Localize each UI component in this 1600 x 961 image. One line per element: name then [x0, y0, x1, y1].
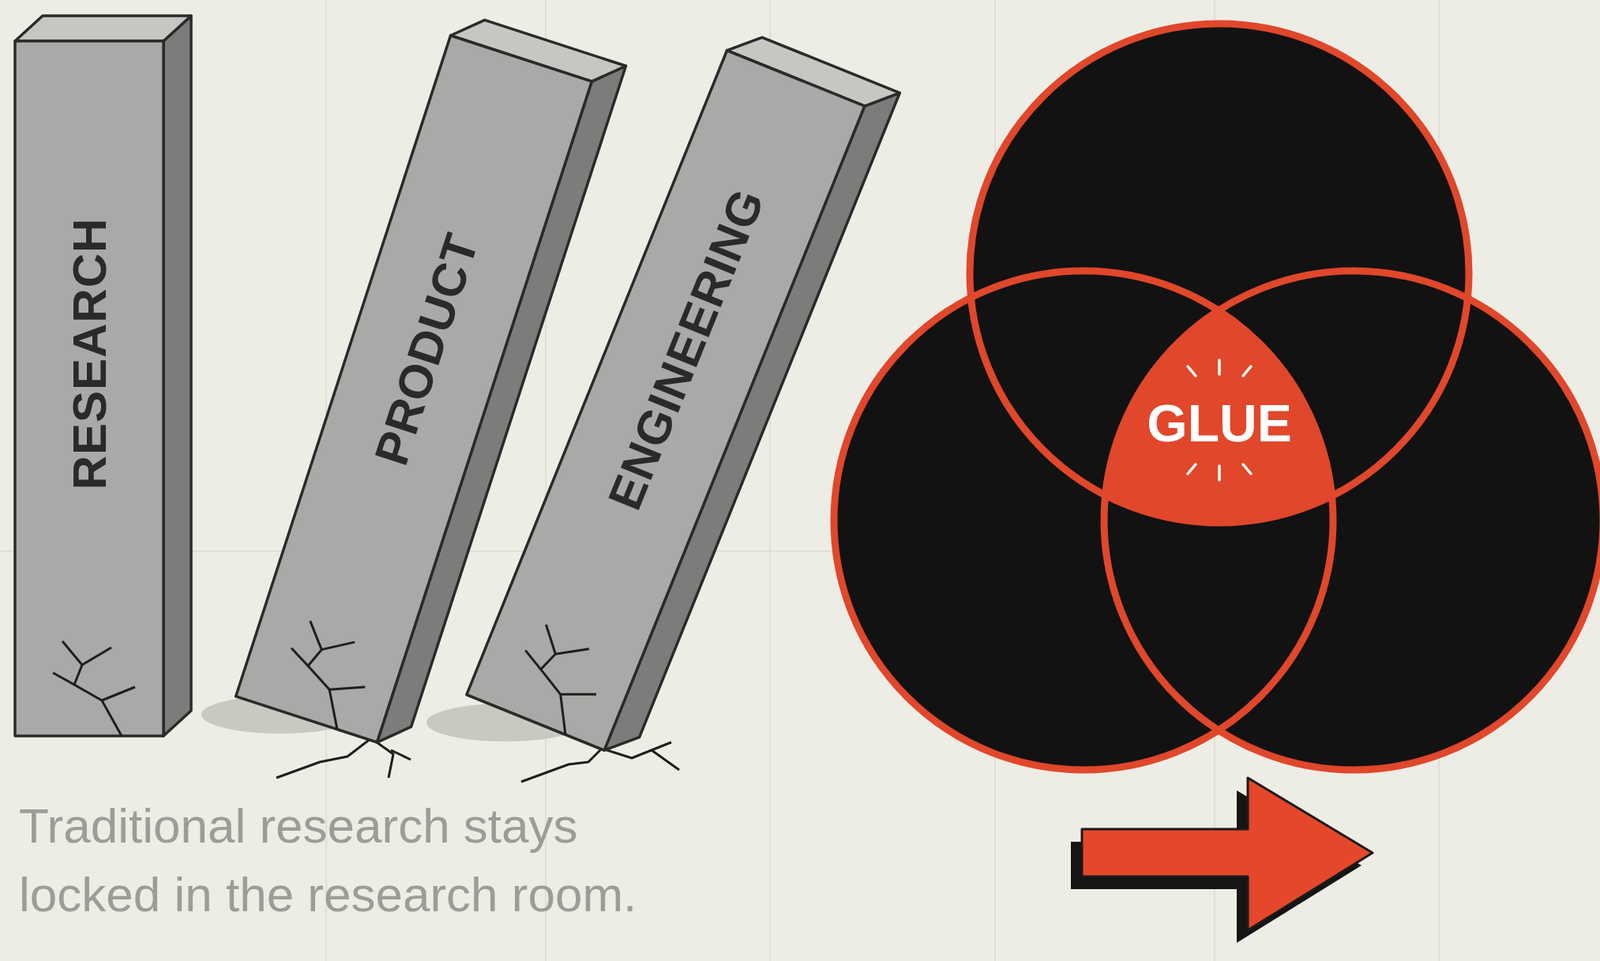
- ground-crack: [390, 750, 411, 760]
- ground-crack: [276, 738, 372, 778]
- pillar-faces: [15, 15, 192, 737]
- glow-ray: [1243, 464, 1251, 474]
- intersection-fill: [1081, 300, 1359, 523]
- crack-lines: [271, 618, 380, 734]
- pillar-label: RESEARCH: [62, 217, 117, 491]
- crack-line: [329, 676, 365, 700]
- crack-line: [560, 682, 597, 707]
- crack-line: [555, 638, 590, 665]
- crack-line: [287, 648, 312, 667]
- pillar-faces: [466, 26, 900, 761]
- crack-line: [62, 641, 122, 737]
- crack-line: [52, 672, 75, 685]
- glow-ray: [1217, 360, 1221, 375]
- glow-ray: [1217, 465, 1221, 481]
- glow-ray: [1243, 366, 1251, 376]
- caption-text: Traditional research stays locked in the…: [18, 792, 730, 930]
- pillar-front: [466, 50, 865, 751]
- arrow-shape: [1081, 777, 1373, 931]
- ground-crack: [371, 738, 394, 778]
- glow-ray: [1187, 464, 1196, 474]
- crack-lines: [52, 641, 136, 737]
- ground-crack: [601, 748, 680, 770]
- venn-diagram: [833, 23, 1600, 770]
- intersection-clip: [1081, 300, 1359, 523]
- crack-line: [510, 624, 601, 735]
- crack-lines: [501, 621, 613, 740]
- ground-crack: [521, 748, 602, 782]
- glow-ray: [1187, 366, 1196, 376]
- pillar-side: [163, 15, 192, 737]
- ground-crack: [651, 742, 672, 751]
- crack-line: [321, 633, 355, 659]
- crack-line: [521, 650, 546, 670]
- pillar-top: [15, 15, 192, 42]
- crack-line: [82, 647, 112, 665]
- pillar-front: [15, 41, 164, 737]
- crack-line: [101, 687, 136, 701]
- direction-arrow: [1070, 777, 1373, 943]
- intersection-node: GLUE: [1081, 300, 1359, 538]
- pillar-node: RESEARCH: [15, 41, 164, 737]
- intersection-label: GLUE: [1146, 393, 1292, 454]
- intersection-clip: [1081, 300, 1359, 523]
- crack-line: [281, 620, 367, 729]
